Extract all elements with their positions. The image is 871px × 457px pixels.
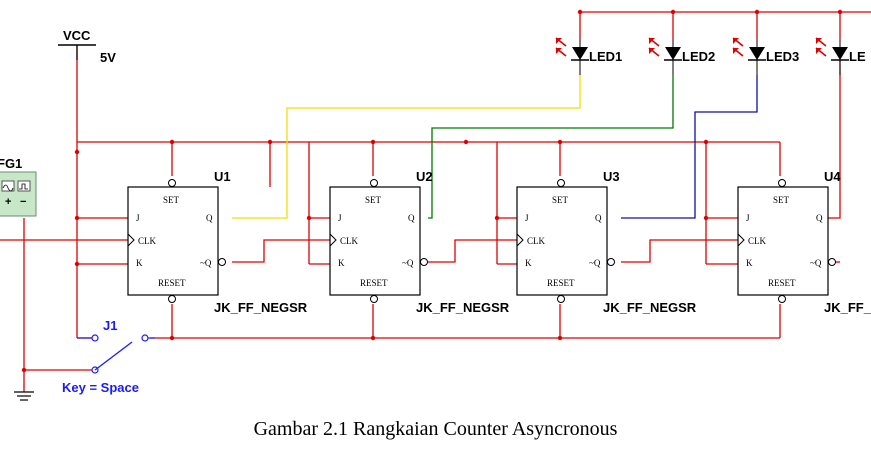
- figure-caption: Gambar 2.1 Rangkaian Counter Asyncronous: [253, 418, 618, 440]
- fg-label: FG1: [0, 156, 22, 171]
- flipflop-model: JK_FF_NEGSR: [214, 300, 308, 315]
- switch-key-label: Key = Space: [62, 380, 139, 395]
- pin-clk: CLK: [340, 236, 359, 246]
- pin-clk: CLK: [138, 236, 157, 246]
- function-generator[interactable]: + − FG1: [0, 156, 37, 217]
- pin-q: Q: [206, 213, 213, 223]
- pin-set: SET: [552, 195, 569, 205]
- led-2[interactable]: LED2: [648, 37, 715, 75]
- q1-wire: [232, 75, 581, 219]
- pin-j: J: [746, 213, 750, 223]
- vcc-source[interactable]: VCC 5V: [58, 28, 116, 65]
- pin-qbar: ~Q: [810, 258, 822, 268]
- pin-reset: RESET: [360, 278, 388, 288]
- q2-wire: [428, 75, 674, 219]
- led-label: LED3: [766, 49, 799, 64]
- svg-text:+: +: [5, 196, 11, 208]
- q3-wire: [621, 75, 758, 219]
- switch-label: J1: [103, 318, 117, 333]
- pin-reset: RESET: [158, 278, 186, 288]
- pin-k: K: [338, 258, 345, 268]
- flipflop-ref: U1: [214, 169, 231, 184]
- flipflop-model: JK_FF_NEGSR: [603, 300, 697, 315]
- pin-qbar: ~Q: [200, 258, 212, 268]
- flipflop-model: JK_FF_NEGSR: [416, 300, 510, 315]
- pin-reset: RESET: [547, 278, 575, 288]
- led-1[interactable]: LED1: [555, 37, 622, 75]
- switch-j1[interactable]: J1 Key = Space: [62, 318, 155, 395]
- flipflop-ref: U3: [603, 169, 620, 184]
- junction-dots: [21, 9, 843, 373]
- pin-q: Q: [408, 213, 415, 223]
- ground-icon: [14, 391, 34, 401]
- pin-k: K: [525, 258, 532, 268]
- pin-j: J: [525, 213, 529, 223]
- flipflop-model: JK_FF_: [824, 300, 871, 315]
- led-label: LED1: [589, 49, 622, 64]
- pin-q: Q: [816, 213, 823, 223]
- led-group: LED1 LED2 LED3 LE: [555, 37, 866, 75]
- pin-reset: RESET: [768, 278, 796, 288]
- svg-text:−: −: [20, 196, 26, 208]
- flipflop-ref: U2: [416, 169, 433, 184]
- flipflop-ref: U4: [824, 169, 841, 184]
- pin-qbar: ~Q: [589, 258, 601, 268]
- vcc-value: 5V: [100, 50, 116, 65]
- pin-k: K: [136, 258, 143, 268]
- pin-j: J: [136, 213, 140, 223]
- led-4[interactable]: LE: [815, 37, 866, 75]
- vcc-label: VCC: [63, 28, 91, 43]
- led-label: LED2: [682, 49, 715, 64]
- pin-k: K: [746, 258, 753, 268]
- led-3[interactable]: LED3: [732, 37, 799, 75]
- pin-clk: CLK: [748, 236, 767, 246]
- pin-qbar: ~Q: [402, 258, 414, 268]
- pin-j: J: [338, 213, 342, 223]
- pin-set: SET: [163, 195, 180, 205]
- led-label: LE: [849, 49, 866, 64]
- pin-set: SET: [365, 195, 382, 205]
- pin-set: SET: [773, 195, 790, 205]
- pin-q: Q: [595, 213, 602, 223]
- pin-clk: CLK: [527, 236, 546, 246]
- red-wires: [0, 11, 871, 392]
